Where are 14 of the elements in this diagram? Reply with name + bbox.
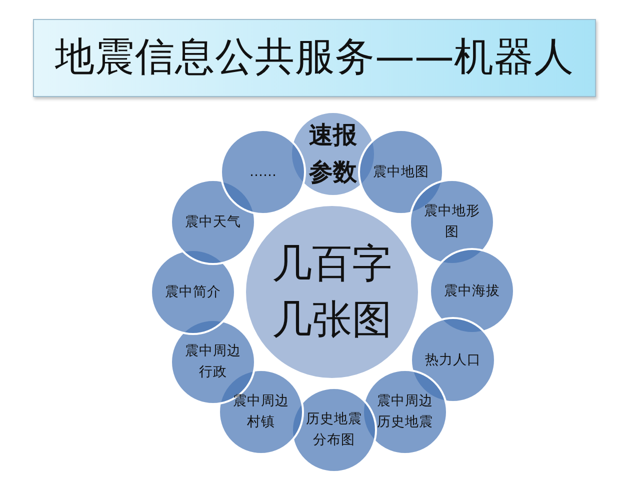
topic-label: 震中地形图 <box>424 202 480 242</box>
topic-label: 震中天气 <box>185 212 241 232</box>
topic-label: 热力人口 <box>425 350 481 370</box>
topic-label: 震中周边行政 <box>185 342 241 382</box>
topic-label: 震中简介 <box>165 282 221 302</box>
title-text: 地震信息公共服务——机器人 <box>55 34 574 82</box>
center-label: 几百字几张图 <box>271 240 393 345</box>
topic-label: …… <box>248 162 278 182</box>
topic-label: 震中周边历史地震 <box>377 392 433 432</box>
topic-label: 震中周边村镇 <box>233 392 289 432</box>
topic-label: 历史地震分布图 <box>306 410 362 450</box>
topic-label: 速报参数 <box>308 120 358 188</box>
topic-label: 震中海拔 <box>444 282 500 301</box>
topic-label: 震中地图 <box>373 162 429 182</box>
